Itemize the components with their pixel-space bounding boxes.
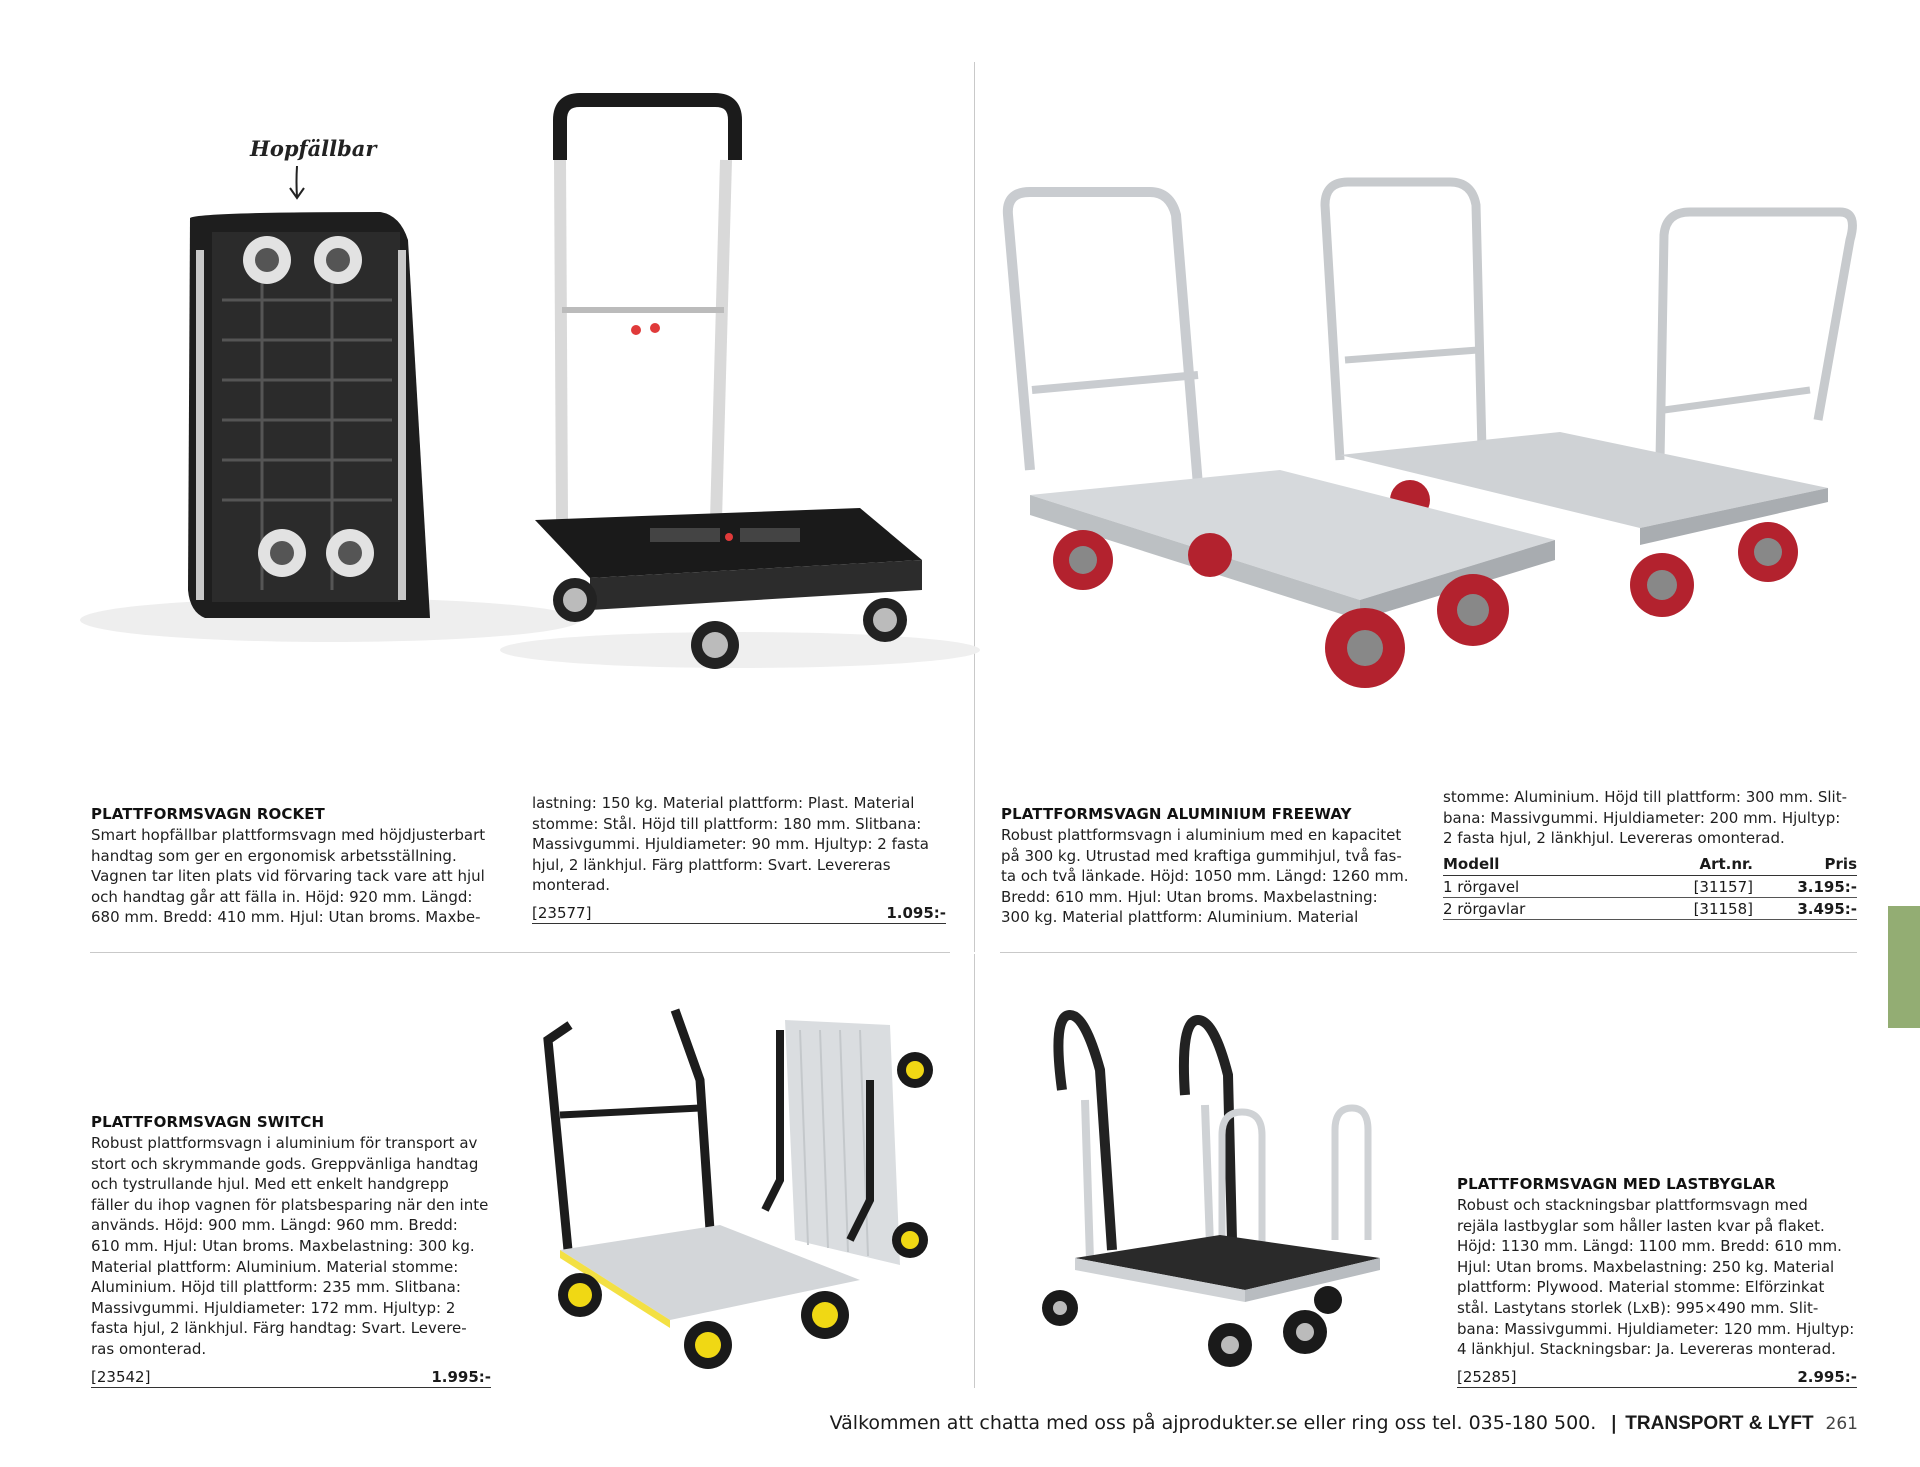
rocket-text-line: stomme: Stål. Höjd till plattform: 180 m… [532, 814, 922, 833]
switch-text-line: fäller du ihop vagnen för platsbesparing… [91, 1195, 489, 1214]
switch-text-line: ras omonterad. [91, 1339, 207, 1358]
callout-arrow-icon [289, 165, 305, 200]
lastbyglar-description: Robust och stackningsbar plattformsvagn … [1457, 1195, 1877, 1360]
footer-separator: | [1610, 1412, 1618, 1434]
freeway-text-line: stomme: Aluminium. Höjd till plattform: … [1443, 788, 1848, 806]
table-cell-artnr: [31157] [1643, 875, 1753, 898]
freeway-text-line: på 300 kg. Utrustad med kraftiga gummihj… [1001, 846, 1402, 865]
rocket-price: 1.095:- [886, 904, 946, 922]
rocket-text-line: 680 mm. Bredd: 410 mm. Hjul: Utan broms.… [91, 908, 481, 927]
section-tab-marker [1888, 906, 1920, 1028]
switch-price-row: [23542] 1.995:- [91, 1364, 491, 1388]
freeway-trolleys-image [1002, 177, 1857, 688]
table-row: 1 rörgavel [31157] 3.195:- [1443, 875, 1857, 898]
rocket-article-number: [23577] [532, 904, 592, 922]
rocket-text-line: hjul, 2 länkhjul. Färg plattform: Svart.… [532, 855, 891, 874]
lastbyglar-text-line: 4 länkhjul. Stackningsbar: Ja. Levereras… [1457, 1340, 1836, 1359]
table-cell-price: 3.495:- [1753, 897, 1857, 920]
lastbyglar-text-line: Höjd: 1130 mm. Längd: 1100 mm. Bredd: 61… [1457, 1237, 1842, 1256]
table-cell-model: 1 rörgavel [1443, 875, 1643, 898]
table-header-artnr: Art.nr. [1643, 855, 1753, 876]
switch-text-line: fasta hjul, 2 länkhjul. Färg handtag: Sv… [91, 1319, 467, 1338]
callout-hopfallbar: Hopfällbar [250, 136, 377, 161]
lastbyglar-title: PLATTFORMSVAGN MED LASTBYGLAR [1457, 1175, 1776, 1193]
vertical-divider-bottom [974, 954, 975, 1388]
lastbyglar-price-row: [25285] 2.995:- [1457, 1364, 1857, 1388]
table-row: 2 rörgavlar [31158] 3.495:- [1443, 897, 1857, 920]
freeway-text-line: Bredd: 610 mm. Hjul: Utan broms. Maxbela… [1001, 887, 1378, 906]
horizontal-divider-left [90, 952, 950, 953]
rocket-text-line: handtag som ger en ergonomisk arbetsstäl… [91, 846, 457, 865]
table-cell-artnr: [31158] [1643, 897, 1753, 920]
rocket-description-col1: Smart hopfällbar plattformsvagn med höjd… [91, 825, 511, 928]
horizontal-divider-right [1000, 952, 1857, 953]
freeway-title: PLATTFORMSVAGN ALUMINIUM FREEWAY [1001, 805, 1352, 823]
freeway-text-line: 300 kg. Material plattform: Aluminium. M… [1001, 908, 1359, 927]
lastbyglar-text-line: Hjul: Utan broms. Maxbelastning: 250 kg.… [1457, 1257, 1835, 1276]
table-header-modell: Modell [1443, 855, 1643, 876]
table-header-row: Modell Art.nr. Pris [1443, 855, 1857, 876]
switch-text-line: och tystrullande hjul. Med ett enkelt ha… [91, 1175, 449, 1194]
rocket-title: PLATTFORMSVAGN ROCKET [91, 805, 325, 823]
freeway-text-line: Robust plattformsvagn i aluminium med en… [1001, 826, 1402, 844]
rocket-text-line: lastning: 150 kg. Material plattform: Pl… [532, 794, 915, 812]
page-number: 261 [1825, 1414, 1858, 1434]
lastbyglar-text-line: stål. Lastytans storlek (LxB): 995×490 m… [1457, 1298, 1819, 1317]
switch-text-line: stort och skrymmande gods. Greppvänliga … [91, 1154, 479, 1173]
switch-article-number: [23542] [91, 1368, 151, 1386]
switch-price: 1.995:- [431, 1368, 491, 1386]
switch-text-line: används. Höjd: 900 mm. Längd: 960 mm. Br… [91, 1216, 458, 1235]
switch-text-line: Aluminium. Höjd till plattform: 235 mm. … [91, 1278, 461, 1297]
page-footer: Välkommen att chatta med oss på ajproduk… [830, 1412, 1858, 1435]
rocket-text-line: monterad. [532, 876, 611, 895]
footer-section-name: TRANSPORT & LYFT [1625, 1413, 1814, 1434]
switch-text-line: Robust plattformsvagn i aluminium för tr… [91, 1134, 478, 1152]
rocket-text-line: Vagnen tar liten plats vid förvaring tac… [91, 867, 485, 886]
freeway-text-line: bana: Massivgummi. Hjuldiameter: 200 mm.… [1443, 808, 1841, 827]
lastbyglar-text-line: Robust och stackningsbar plattformsvagn … [1457, 1196, 1808, 1214]
freeway-description-col1: Robust plattformsvagn i aluminium med en… [1001, 825, 1421, 928]
lastbyglar-trolley-image [1042, 1009, 1380, 1367]
switch-title: PLATTFORMSVAGN SWITCH [91, 1113, 325, 1131]
rocket-folded-image [80, 212, 580, 642]
freeway-text-line: 2 fasta hjul, 2 länkhjul. Levereras omon… [1443, 829, 1785, 848]
freeway-text-line: ta och två länkade. Höjd: 1050 mm. Längd… [1001, 867, 1409, 886]
freeway-description-col2: stomme: Aluminium. Höjd till plattform: … [1443, 787, 1863, 849]
lastbyglar-article-number: [25285] [1457, 1368, 1517, 1386]
lastbyglar-text-line: plattform: Plywood. Material stomme: Elf… [1457, 1278, 1825, 1297]
switch-text-line: Massivgummi. Hjuldiameter: 172 mm. Hjult… [91, 1298, 456, 1317]
table-cell-price: 3.195:- [1753, 875, 1857, 898]
rocket-trolley-image [500, 93, 980, 669]
table-cell-model: 2 rörgavlar [1443, 897, 1643, 920]
footer-contact-text: Välkommen att chatta med oss på ajproduk… [829, 1412, 1597, 1434]
switch-description: Robust plattformsvagn i aluminium för tr… [91, 1133, 511, 1360]
rocket-description-col2: lastning: 150 kg. Material plattform: Pl… [532, 793, 952, 896]
switch-text-line: Material plattform: Aluminium. Material … [91, 1257, 459, 1276]
table-header-pris: Pris [1753, 855, 1857, 876]
lastbyglar-text-line: bana: Massivgummi. Hjuldiameter: 120 mm.… [1457, 1319, 1855, 1338]
rocket-text-line: och handtag går att fälla in. Höjd: 920 … [91, 887, 473, 906]
freeway-price-table: Modell Art.nr. Pris 1 rörgavel [31157] 3… [1443, 855, 1857, 920]
switch-trolleys-image [543, 1008, 933, 1369]
rocket-text-line: Massivgummi. Hjuldiameter: 90 mm. Hjulty… [532, 835, 929, 854]
switch-text-line: 610 mm. Hjul: Utan broms. Maxbelastning:… [91, 1236, 475, 1255]
lastbyglar-text-line: rejäla lastbyglar som håller lasten kvar… [1457, 1216, 1825, 1235]
lastbyglar-price: 2.995:- [1797, 1368, 1857, 1386]
vertical-divider-top [974, 62, 975, 952]
rocket-text-line: Smart hopfällbar plattformsvagn med höjd… [91, 826, 486, 844]
rocket-price-row: [23577] 1.095:- [532, 900, 946, 924]
